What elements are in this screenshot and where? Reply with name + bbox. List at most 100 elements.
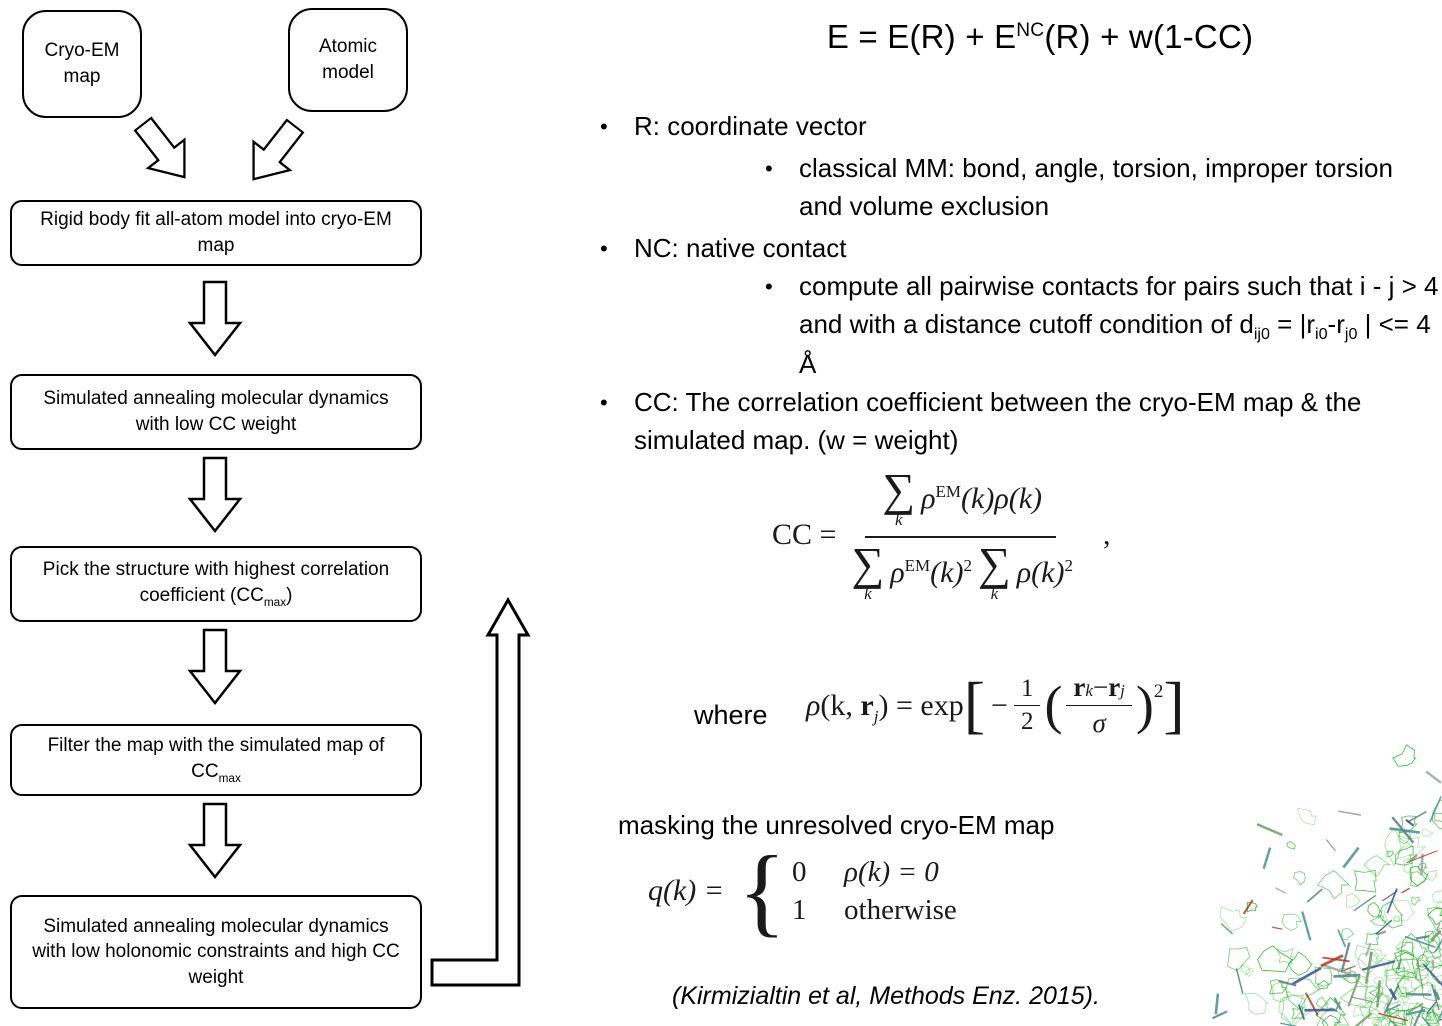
flow-box-pick-ccmax: Pick the structure with highest correlat… — [10, 546, 422, 622]
cases-block: 0 ρ(k) = 0 1 otherwise — [792, 856, 957, 927]
bullet-cc-text: CC: The correlation coefficient between … — [634, 387, 1362, 455]
one-half-fraction: 1 2 — [1013, 675, 1041, 736]
bullet-marker: • — [600, 236, 608, 261]
case1-value: 0 — [792, 855, 807, 888]
molecular-structure-image — [1211, 744, 1442, 1026]
sum-limit-k: k — [864, 584, 872, 604]
cc-equation-numerator: ∑ k ρEM(k)ρ(k) — [865, 464, 1057, 539]
where-open-paren: (k, — [820, 688, 861, 722]
bold-r-vector: r — [1073, 672, 1086, 702]
bullet-nc-text: NC: native contact — [634, 233, 847, 263]
minus-sign: − — [991, 688, 1008, 722]
half-numerator: 1 — [1013, 675, 1041, 706]
title-equation-superscript: NC — [1016, 20, 1045, 41]
case-row-1: 0 ρ(k) = 0 — [792, 856, 957, 889]
flow-box-filter-map: Filter the map with the simulated map of… — [10, 724, 422, 796]
sigma-denominator: σ — [1092, 708, 1106, 738]
sigma-glyph: ∑ — [882, 464, 916, 515]
nc-text-p2: = |r — [1269, 308, 1315, 339]
bullet-cc: • CC: The correlation coefficient betwee… — [600, 384, 1432, 459]
case2-value: 1 — [792, 893, 807, 926]
rho-glyph: ρ — [921, 482, 936, 516]
em-superscript: EM — [904, 556, 931, 576]
half-denominator: 2 — [1020, 708, 1034, 735]
bullet-marker: • — [765, 274, 773, 299]
where-lhs: ρ(k, rj) = exp — [806, 688, 964, 726]
flow-arrow-atomic-to-rigid — [252, 118, 305, 181]
flow-box-pick-subscript: max — [263, 595, 287, 609]
case2-condition: otherwise — [844, 893, 957, 926]
r-subscript-j: j — [873, 706, 879, 726]
num-term: ρEM(k)ρ(k) — [921, 482, 1042, 516]
flow-box-sa-high-cc: Simulated annealing molecular dynamics w… — [10, 895, 422, 1009]
sum-symbol: ∑ k — [882, 464, 916, 530]
cases-brace: { — [738, 835, 787, 946]
bullet-r: • R: coordinate vector — [600, 108, 1360, 146]
flow-box-filter-text: Filter the map with the simulated map of… — [47, 735, 385, 782]
flow-box-sa-low-cc: Simulated annealing molecular dynamics w… — [10, 374, 422, 450]
bullet-marker: • — [600, 390, 608, 415]
den-tail: ρ(k) — [1016, 556, 1065, 590]
bullet-r-text: R: coordinate vector — [634, 111, 867, 141]
where-label: where — [694, 700, 768, 730]
case1-condition: ρ(k) = 0 — [844, 855, 939, 888]
flow-box-atomic-model: Atomic model — [288, 8, 408, 112]
flow-box-filter-subscript: max — [218, 771, 241, 785]
squared-superscript: 2 — [1064, 556, 1073, 576]
cc-equation-lhs: CC = — [772, 518, 837, 552]
nc-subscript-j0: j0 — [1344, 324, 1358, 343]
sum-limit-k: k — [894, 510, 903, 530]
flow-arrow-down-4 — [187, 802, 243, 880]
squared-superscript: 2 — [1153, 680, 1164, 702]
bullet-pairwise-contacts-text: compute all pairwise contacts for pairs … — [799, 268, 1442, 384]
title-equation-p2: (R) + w(1-CC) — [1044, 18, 1254, 55]
masking-label: masking the unresolved cryo-EM map — [618, 810, 1055, 840]
title-equation: E = E(R) + ENC(R) + w(1-CC) — [700, 18, 1380, 56]
nc-text-p4: | <= 4 Å — [799, 308, 1431, 380]
flow-box-filter-map-label: Filter the map with the simulated map of… — [28, 733, 404, 786]
flow-box-cryo-em-map-label: Cryo-EM map — [44, 40, 120, 87]
flow-box-sa-low-cc-label: Simulated annealing molecular dynamics w… — [43, 388, 389, 435]
q-equation-lhs: q(k) = — [648, 874, 725, 907]
flow-arrow-down-3 — [187, 628, 243, 706]
flow-arrow-cryo-to-rigid — [133, 116, 186, 179]
nc-text-p3: -r — [1327, 308, 1345, 339]
minus-sign: − — [1092, 672, 1109, 702]
den-term-2: ρ(k)2 — [1017, 556, 1073, 590]
squared-superscript: 2 — [963, 556, 972, 576]
em-superscript: EM — [935, 482, 962, 502]
citation: (Kirmizialtin et al, Methods Enz. 2015). — [672, 982, 1100, 1010]
bullet-classical-mm-text: classical MM: bond, angle, torsion, impr… — [799, 153, 1393, 221]
cc-equation-denominator: ∑ k ρEM(k)2 ∑ k ρ(k)2 — [848, 538, 1073, 604]
cc-equation: CC = ∑ k ρEM(k)ρ(k) ∑ k ρEM(k)2 ∑ k — [772, 464, 1111, 604]
sum-symbol: ∑ k — [851, 538, 885, 604]
flow-arrow-down-2 — [187, 456, 243, 534]
case-row-2: 1 otherwise — [792, 894, 957, 927]
bullet-marker: • — [600, 114, 608, 139]
flow-box-atomic-model-label: Atomic model — [318, 36, 378, 83]
flow-arrow-loop-back — [430, 596, 531, 987]
flow-box-rigid-fit: Rigid body fit all-atom model into cryo-… — [10, 200, 422, 266]
right-bracket: ] — [1163, 669, 1185, 741]
left-paren: ( — [1044, 674, 1063, 735]
rho-glyph: ρ — [806, 688, 821, 722]
bullet-nc: • NC: native contact — [600, 230, 1360, 268]
nc-subscript-i0: i0 — [1315, 324, 1328, 343]
cc-equation-comma: , — [1102, 518, 1111, 552]
sum-symbol: ∑ k — [978, 541, 1011, 603]
flow-box-pick-text: Pick the structure with highest correlat… — [42, 559, 390, 606]
bullet-marker: • — [765, 156, 773, 181]
sigma-glyph: ∑ — [851, 538, 885, 590]
den-k: (k) — [930, 556, 964, 590]
title-equation-p1: E = E(R) + E — [826, 18, 1017, 55]
num-tail: (k)ρ(k) — [961, 482, 1043, 516]
nc-subscript-ij0: ij0 — [1253, 324, 1270, 343]
cc-equation-fraction: ∑ k ρEM(k)ρ(k) ∑ k ρEM(k)2 ∑ k ρ(k)2 — [848, 464, 1073, 604]
bold-r-vector: r — [1108, 672, 1121, 702]
flow-box-cryo-em-map: Cryo-EM map — [22, 10, 142, 118]
right-paren: ) — [1135, 674, 1154, 735]
